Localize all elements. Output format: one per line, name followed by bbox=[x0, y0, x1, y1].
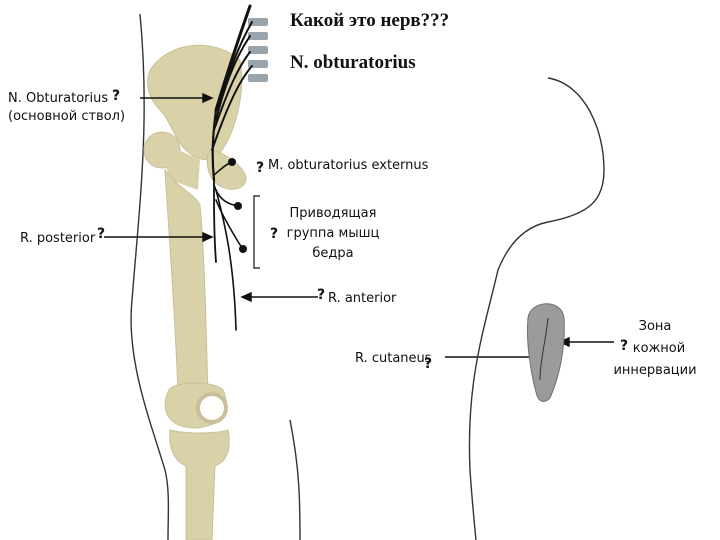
nerve-node-adductor-1 bbox=[234, 202, 242, 210]
question-mark-zone: ? bbox=[620, 338, 628, 354]
label-adductor-2: группа мышц bbox=[270, 225, 396, 242]
nerve-node-adductor-2 bbox=[239, 245, 247, 253]
vertebrae bbox=[248, 18, 268, 82]
question-mark-externus: ? bbox=[256, 160, 264, 176]
question-mark-posterior: ? bbox=[97, 226, 105, 242]
femur-shaft bbox=[165, 170, 208, 395]
label-r-cutaneus: R. cutaneus bbox=[355, 350, 432, 367]
patella bbox=[198, 394, 226, 422]
skin-zone bbox=[527, 304, 564, 402]
nerve-node-externus bbox=[228, 158, 236, 166]
slide-answer: N. obturatorius bbox=[290, 52, 416, 74]
label-zone-1: Зона bbox=[610, 318, 700, 335]
question-mark-cutaneus: ? bbox=[424, 356, 432, 372]
label-main-trunk-sub: (основной ствол) bbox=[8, 108, 125, 125]
body-outline-right bbox=[290, 420, 300, 540]
question-mark-anterior: ? bbox=[317, 287, 325, 303]
adductor-bracket bbox=[254, 196, 260, 268]
label-r-posterior: R. posterior bbox=[20, 230, 95, 247]
label-adductor-1: Приводящая bbox=[270, 205, 396, 222]
question-mark-main-trunk: ? bbox=[112, 88, 120, 104]
tibia bbox=[170, 430, 230, 540]
label-zone-3: иннервации bbox=[605, 362, 705, 379]
label-main-trunk: N. Obturatorius bbox=[8, 90, 108, 107]
question-mark-adductor: ? bbox=[270, 226, 278, 242]
slide-question: Какой это нерв??? bbox=[290, 10, 449, 32]
label-obturator-externus: M. obturatorius externus bbox=[268, 157, 428, 174]
label-r-anterior: R. anterior bbox=[328, 290, 396, 307]
label-adductor-3: бедра bbox=[270, 245, 396, 262]
